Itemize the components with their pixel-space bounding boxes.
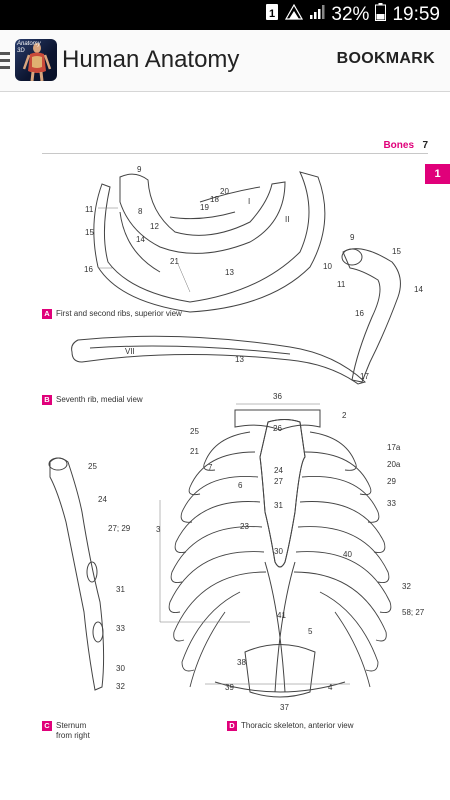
label-d-37: 37: [280, 703, 289, 712]
label-b-13: 13: [235, 355, 244, 364]
label-d-17a: 17a: [387, 443, 401, 452]
second-rib-drawing: [93, 171, 326, 313]
figure-c-letter: C: [42, 721, 52, 731]
section-title: Bones: [383, 140, 414, 151]
sim-badge-text: 1: [269, 8, 275, 20]
sternum-drawing: [48, 457, 105, 691]
label-a2-14: 14: [414, 285, 423, 294]
label-d-41: 41: [277, 611, 286, 620]
label-a-ii: II: [285, 215, 289, 224]
label-d-6: 6: [238, 481, 243, 490]
label-a-9: 9: [137, 165, 142, 174]
seventh-rib-drawing: [71, 335, 366, 385]
signal-icon: [309, 4, 325, 26]
label-a-18: 18: [210, 195, 219, 204]
atlas-page: Bones 7 1: [0, 92, 450, 800]
battery-percent: 32%: [331, 4, 370, 25]
status-bar: 1 32% 19:59: [0, 0, 450, 30]
page-number: 7: [422, 140, 428, 151]
logo-text-line1: Anatomy: [17, 41, 41, 47]
label-a-14: 14: [136, 235, 145, 244]
figure-a-caption: A First and second ribs, superior view: [42, 309, 182, 319]
figure-b-letter: B: [42, 395, 52, 405]
label-a2-15: 15: [392, 247, 401, 256]
label-c-33: 33: [116, 624, 125, 633]
label-a2-10: 10: [323, 262, 332, 271]
label-c-31: 31: [116, 585, 125, 594]
anatomy-figure-icon: [22, 43, 52, 81]
label-d-7: 7: [208, 463, 213, 472]
label-c-24: 24: [98, 495, 107, 504]
label-a-12: 12: [150, 222, 159, 231]
label-c-32: 32: [116, 682, 125, 691]
label-a-19: 19: [200, 203, 209, 212]
label-a-11: 11: [85, 205, 94, 214]
label-a-i: I: [248, 197, 250, 206]
running-head: Bones 7: [42, 140, 428, 154]
app-title: Human Anatomy: [62, 46, 240, 73]
logo-text-line2: 3D: [17, 48, 25, 54]
chapter-tab[interactable]: 1: [425, 164, 450, 184]
label-d-20a: 20a: [387, 460, 401, 469]
label-d-38: 38: [237, 658, 246, 667]
label-d-25: 25: [190, 427, 199, 436]
label-d-31: 31: [274, 501, 283, 510]
thoracic-skeleton-drawing: [168, 409, 392, 698]
sim-icon: 1: [265, 3, 279, 27]
figure-a-letter: A: [42, 309, 52, 319]
figure-d-text: Thoracic skeleton, anterior view: [241, 721, 354, 730]
figure-b-text: Seventh rib, medial view: [56, 395, 143, 404]
label-c-30: 30: [116, 664, 125, 673]
clock: 19:59: [392, 4, 440, 25]
label-d-26: 26: [273, 424, 282, 433]
label-c-25: 25: [88, 462, 97, 471]
label-d-32: 32: [402, 582, 411, 591]
first-rib-drawing: [119, 173, 286, 254]
label-a-20: 20: [220, 187, 229, 196]
anatomy-illustration: 9 8 11 12 14 15 16 18 19 20 I II 21 13 9…: [48, 165, 425, 712]
label-a-15: 15: [85, 228, 94, 237]
wifi-icon: [285, 3, 304, 26]
figure-d-letter: D: [227, 721, 237, 731]
bookmark-button[interactable]: BOOKMARK: [336, 50, 435, 67]
label-d-39: 39: [225, 683, 234, 692]
label-a2-11: 11: [337, 280, 346, 289]
figure-b-caption: B Seventh rib, medial view: [42, 395, 143, 405]
label-d-33: 33: [387, 499, 396, 508]
label-a2-9: 9: [350, 233, 355, 242]
battery-icon: [375, 3, 387, 27]
label-d-2: 2: [342, 411, 347, 420]
label-a2-16: 16: [355, 309, 364, 318]
status-icons: 1 32% 19:59: [265, 3, 440, 27]
label-a-8: 8: [138, 207, 143, 216]
label-d-27: 27: [274, 477, 283, 486]
label-d-24: 24: [274, 466, 283, 475]
label-d-30: 30: [274, 547, 283, 556]
label-a-21: 21: [170, 257, 179, 266]
label-b-vii: VII: [125, 347, 135, 356]
label-d-36: 36: [273, 392, 282, 401]
label-d-29: 29: [387, 477, 396, 486]
label-b-17: 17: [360, 372, 369, 381]
label-a-13: 13: [225, 268, 234, 277]
label-a-16: 16: [84, 265, 93, 274]
figure-d-caption: D Thoracic skeleton, anterior view: [227, 721, 354, 731]
figure-a-text: First and second ribs, superior view: [56, 309, 182, 318]
label-d-40: 40: [343, 550, 352, 559]
label-d-3: 3: [156, 525, 161, 534]
label-d-58-27: 58; 27: [402, 608, 425, 617]
label-d-23: 23: [240, 522, 249, 531]
label-d-4: 4: [328, 683, 333, 692]
rib-head-drawing: [341, 248, 401, 383]
label-d-21: 21: [190, 447, 199, 456]
menu-icon[interactable]: [0, 52, 10, 70]
figure-c-text-line1: Sternum: [56, 721, 87, 730]
label-d-5: 5: [308, 627, 313, 636]
label-c-27-29: 27; 29: [108, 524, 131, 533]
figure-c-text-line2: from right: [56, 731, 90, 740]
